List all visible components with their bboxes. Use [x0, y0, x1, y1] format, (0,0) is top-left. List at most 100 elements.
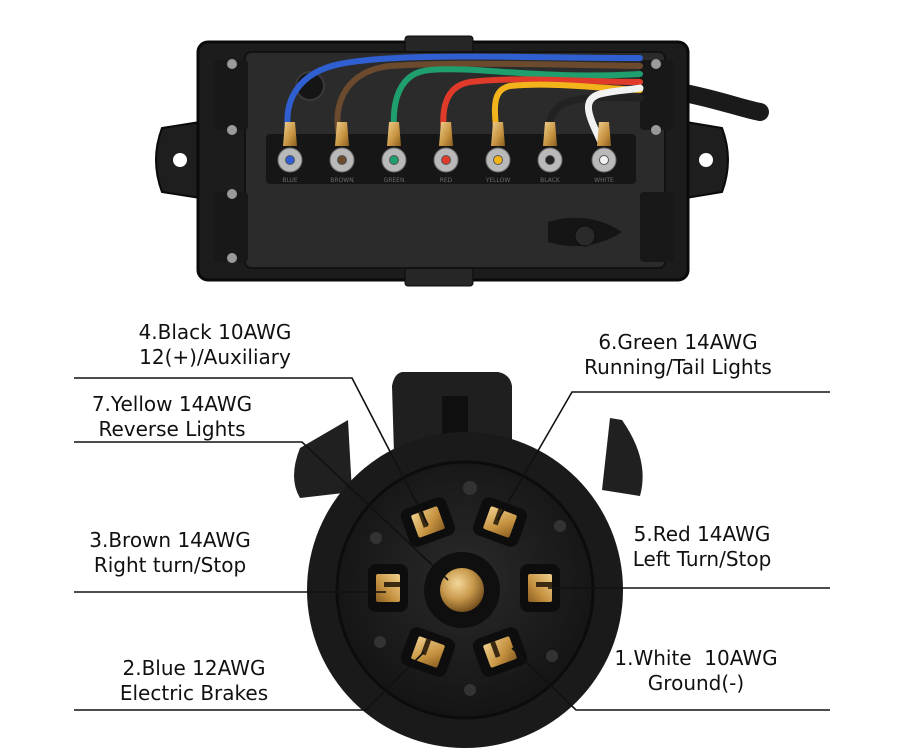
terminal-tag: WHITE	[594, 177, 614, 184]
leader-blue	[74, 651, 425, 711]
label-red-line1: 5.Red 14AWG	[633, 522, 771, 546]
leader-yellow	[74, 441, 449, 581]
socket-slot	[420, 638, 432, 656]
terminal-color-dot	[493, 155, 503, 165]
ring-lug	[491, 122, 505, 146]
terminal-red: RED	[433, 122, 459, 184]
clip-bottom	[404, 267, 474, 287]
terminal-tag: BLACK	[540, 177, 561, 184]
label-red: 5.Red 14AWG Left Turn/Stop	[602, 522, 802, 572]
frame-screw	[227, 253, 237, 263]
socket-blade	[528, 574, 552, 602]
frame-screw	[651, 125, 661, 135]
terminal-tag: YELLOW	[485, 177, 511, 184]
wires	[284, 53, 644, 144]
terminal-black: BLACK	[537, 122, 563, 184]
socket-white	[472, 627, 528, 677]
wire-red	[440, 76, 643, 143]
sockets	[368, 497, 560, 677]
dimple	[546, 650, 558, 662]
leader-green	[497, 391, 830, 521]
socket-slot	[490, 641, 501, 658]
wire-white	[584, 84, 644, 144]
terminals: BLUE BROWN GREEN RED YELLOW BLACK WHITE	[277, 122, 617, 184]
label-white-line2: Ground(-)	[647, 671, 745, 695]
socket-black	[400, 497, 456, 547]
label-yellow-line2: Reverse Lights	[98, 417, 246, 441]
socket-brown	[368, 564, 408, 612]
ring-lug	[335, 122, 349, 146]
socket-blade	[376, 574, 400, 602]
label-green-line2: Running/Tail Lights	[584, 355, 772, 379]
mounting-hole-right	[699, 153, 713, 167]
dimple	[554, 520, 566, 532]
terminal-tag: BLUE	[282, 177, 298, 184]
socket-red	[520, 564, 560, 612]
label-black: 4.Black 10AWG 12(+)/Auxiliary	[110, 320, 320, 370]
label-yellow-line1: 7.Yellow 14AWG	[91, 392, 253, 416]
socket-slot	[492, 508, 504, 526]
ring-lug	[283, 122, 297, 146]
terminal-brown: BROWN	[329, 122, 355, 184]
mounting-hole-left	[173, 153, 187, 167]
terminal-color-dot	[389, 155, 399, 165]
label-black-line1: 4.Black 10AWG	[138, 320, 292, 344]
rear-post-hole	[574, 225, 596, 247]
plug-key-label	[442, 396, 468, 442]
terminal-tag: GREEN	[384, 177, 405, 184]
cable	[671, 83, 769, 121]
seven-way-plug	[294, 372, 643, 748]
dimple	[463, 481, 477, 495]
socket-blade	[411, 636, 445, 668]
socket-blade	[483, 506, 517, 538]
boss-left-bottom	[214, 192, 248, 262]
dimple	[374, 636, 386, 648]
label-green-line1: 6.Green 14AWG	[598, 330, 758, 354]
ring-lug	[387, 122, 401, 146]
terminal-tag: BROWN	[330, 177, 353, 184]
label-brown-line2: Right turn/Stop	[93, 553, 247, 577]
dimple	[464, 684, 476, 696]
junction-box: BLUE BROWN GREEN RED YELLOW BLACK WHITE	[155, 35, 769, 287]
label-black-line2: 12(+)/Auxiliary	[139, 345, 291, 369]
wire-yellow	[492, 81, 643, 143]
terminal-blue: BLUE	[277, 122, 303, 184]
plug-tab-right	[602, 418, 643, 496]
leader-black	[74, 377, 429, 526]
leader-white	[511, 647, 830, 711]
socket-slot	[536, 582, 552, 587]
terminal-white: WHITE	[591, 122, 617, 184]
terminal-tag: RED	[440, 177, 453, 184]
label-blue-line2: Electric Brakes	[119, 681, 269, 705]
terminal-color-dot	[337, 155, 347, 165]
frame-screw	[227, 189, 237, 199]
terminal-color-dot	[545, 155, 555, 165]
socket-green	[472, 497, 528, 547]
ring-lug	[439, 122, 453, 146]
label-brown-line1: 3.Brown 14AWG	[89, 528, 251, 552]
ring-lug	[597, 122, 611, 146]
frame-screw	[227, 59, 237, 69]
label-white-line1: 1.White 10AWG	[614, 646, 778, 670]
terminal-color-dot	[441, 155, 451, 165]
label-red-line2: Left Turn/Stop	[632, 547, 772, 571]
wire-brown	[334, 60, 643, 143]
terminal-yellow: YELLOW	[485, 122, 511, 184]
socket-blue	[400, 627, 456, 677]
wire-green	[390, 66, 643, 143]
plug-tab-left	[294, 420, 352, 498]
boss-left-top	[214, 60, 248, 130]
terminal-color-dot	[285, 155, 295, 165]
wire-blue	[284, 53, 643, 143]
boss-right-bottom	[640, 192, 674, 262]
center-pin	[440, 568, 484, 612]
label-brown: 3.Brown 14AWG Right turn/Stop	[70, 528, 270, 578]
frame-screw	[227, 125, 237, 135]
label-blue: 2.Blue 12AWG Electric Brakes	[94, 656, 294, 706]
terminal-green: GREEN	[381, 122, 407, 184]
label-white: 1.White 10AWG Ground(-)	[596, 646, 796, 696]
label-yellow: 7.Yellow 14AWG Reverse Lights	[72, 392, 272, 442]
terminal-color-dot	[599, 155, 609, 165]
